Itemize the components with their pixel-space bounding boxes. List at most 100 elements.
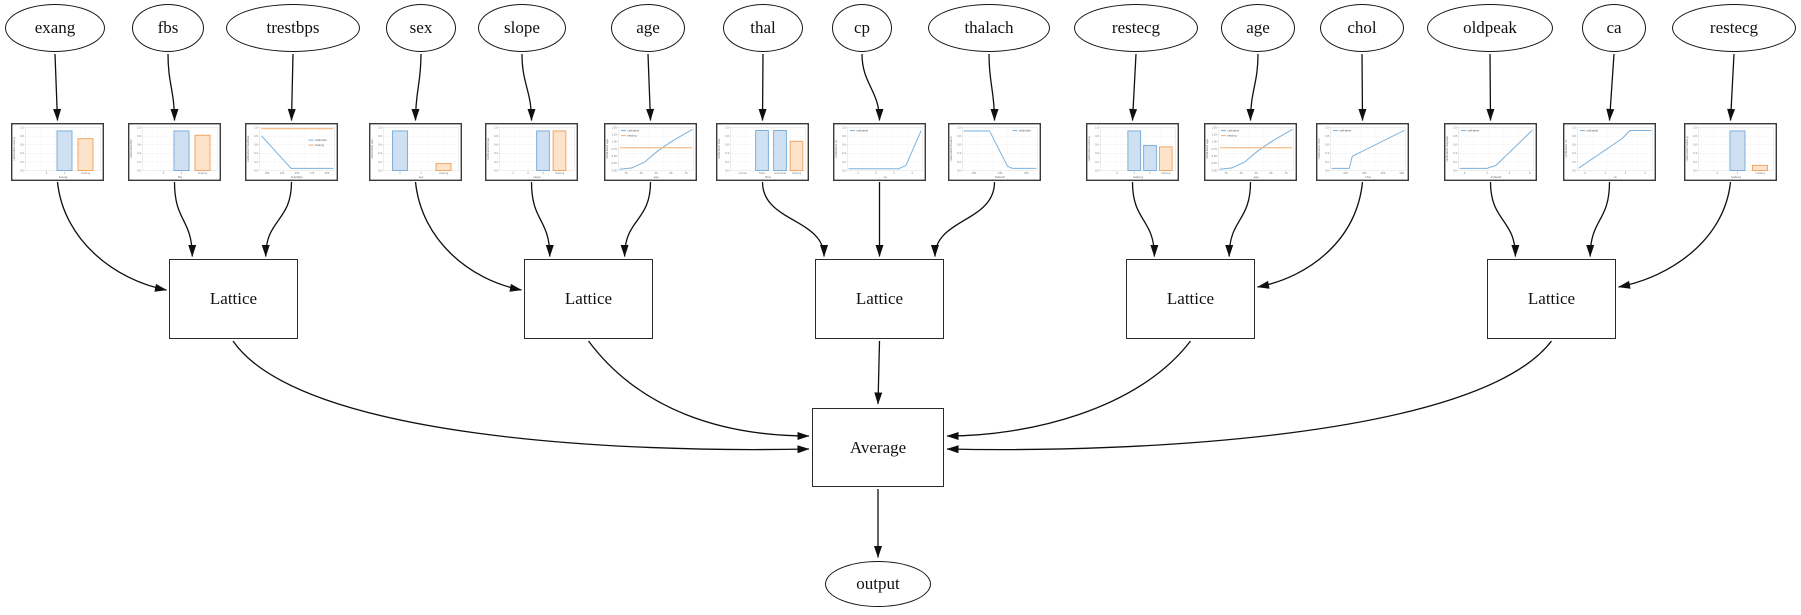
x-tick-label: 2 <box>1149 172 1151 175</box>
y-tick-label: 0.6 <box>378 144 382 147</box>
edge-feature-to-chart <box>521 53 536 121</box>
calibration-bar-blue <box>173 130 190 171</box>
output-node: output <box>825 561 931 607</box>
chart-legend: calibrated <box>1333 130 1352 133</box>
x-tick-label: 50 <box>654 172 658 175</box>
x-tick-label: 60 <box>669 172 673 175</box>
calibration-bar-orange <box>789 140 804 171</box>
y-tick-label: 1.0 <box>378 126 382 129</box>
feature-node-oldpeak-12: oldpeak <box>1427 4 1553 52</box>
lattice-node-2: Lattice <box>524 259 653 339</box>
y-tick-label: 0.4 <box>378 152 382 155</box>
x-tick-label: 1 <box>181 172 183 175</box>
y-tick-label: 0.2 <box>1572 161 1576 164</box>
edge-chart-to-lattice <box>1618 181 1732 289</box>
plot-area <box>1577 127 1653 171</box>
y-tick-label: 0.6 <box>137 144 141 147</box>
lattice-label: Lattice <box>1527 289 1576 308</box>
y-tick-label: 0.0 <box>20 169 24 172</box>
edge-feature-to-chart <box>287 53 296 121</box>
feature-label: oldpeak <box>1463 18 1517 37</box>
y-tick-label: 1.50 <box>612 126 618 129</box>
edge-feature-to-chart <box>1727 53 1736 121</box>
lattice-label: Lattice <box>855 289 904 308</box>
chart-legend: calibrated <box>1012 130 1031 133</box>
x-tick-label: missing <box>1161 172 1171 175</box>
x-axis-label: age <box>653 175 658 179</box>
y-tick-label: 0.2 <box>1095 161 1099 164</box>
calibration-line-blue <box>848 130 922 170</box>
feature-node-sex-3: sex <box>386 4 456 52</box>
feature-node-fbs-1: fbs <box>132 4 204 52</box>
y-tick-label: 0.50 <box>612 155 618 158</box>
legend-entry-label: calibrated <box>1227 130 1239 133</box>
feature-node-trestbps-2: trestbps <box>226 4 360 52</box>
x-tick-label: 1 <box>1737 172 1739 175</box>
x-tick-label: 30 <box>624 172 628 175</box>
feature-label: age <box>1246 18 1270 37</box>
x-tick-label: missing <box>555 172 565 175</box>
legend-entry-label: missing <box>627 135 637 138</box>
calibration-bar-orange <box>194 134 211 171</box>
y-tick-label: 0.2 <box>254 161 258 164</box>
edge-chart-to-lattice <box>1225 181 1252 257</box>
feature-label: sex <box>409 18 433 37</box>
edge-feature-to-chart <box>1606 53 1615 121</box>
y-tick-label: 0.2 <box>957 161 961 164</box>
legend-entry-label: calibrated <box>1339 130 1351 133</box>
y-tick-label: 1.0 <box>1453 126 1457 129</box>
feature-node-restecg-9: restecg <box>1074 4 1198 52</box>
legend-entry-label: calibrated <box>1586 130 1598 133</box>
y-tick-label: 0.6 <box>957 144 961 147</box>
feature-node-thal-6: thal <box>723 4 803 52</box>
feature-node-restecg-14: restecg <box>1672 4 1796 52</box>
y-axis-label: calibrated chol <box>1317 138 1321 159</box>
x-axis-label: slope <box>533 175 541 179</box>
x-tick-label: reversible <box>774 172 786 175</box>
feature-label: cp <box>853 18 871 37</box>
calibration-bar-orange <box>435 163 452 171</box>
calibration-line-blue <box>261 135 334 169</box>
edge-chart-to-lattice <box>1131 181 1159 257</box>
lattice-node-1: Lattice <box>169 259 298 339</box>
feature-label: trestbps <box>266 18 320 37</box>
lattice-label: Lattice <box>1166 289 1215 308</box>
y-tick-label: 0.0 <box>137 169 141 172</box>
feature-label: thal <box>750 18 776 37</box>
edge-feature-to-chart <box>1246 53 1259 121</box>
y-tick-label: 1.0 <box>1095 126 1099 129</box>
x-tick-label: 0 <box>1716 172 1718 175</box>
y-tick-label: 1.0 <box>20 126 24 129</box>
feature-node-age-10: age <box>1221 4 1295 52</box>
y-tick-label: 0.4 <box>494 152 498 155</box>
y-tick-label: 0.2 <box>1453 161 1457 164</box>
x-tick-label: 200 <box>325 172 330 175</box>
y-tick-label: 0.2 <box>1325 161 1329 164</box>
x-tick-label: 40 <box>1239 172 1243 175</box>
edge-chart-to-lattice <box>1257 181 1364 289</box>
x-axis-label: oldpeak <box>1490 175 1501 179</box>
calibration-line-blue <box>963 130 1037 169</box>
y-tick-label: 0.2 <box>494 161 498 164</box>
edge-lattice-to-average <box>946 340 1192 440</box>
edge-feature-to-chart <box>53 53 62 121</box>
x-tick-label: missing <box>198 172 208 175</box>
y-tick-label: 0.2 <box>137 161 141 164</box>
y-tick-label: 0.6 <box>254 144 258 147</box>
x-tick-label: 0 <box>1584 172 1586 175</box>
y-tick-label: 0.0 <box>1325 169 1329 172</box>
x-tick-label: 70 <box>1284 172 1288 175</box>
edge-chart-to-lattice <box>414 181 522 292</box>
y-tick-label: 0.00 <box>612 169 618 172</box>
y-axis-label: calibrated fbs <box>129 139 133 159</box>
y-tick-label: 0.4 <box>1693 152 1697 155</box>
y-tick-label: 0.8 <box>20 135 24 138</box>
